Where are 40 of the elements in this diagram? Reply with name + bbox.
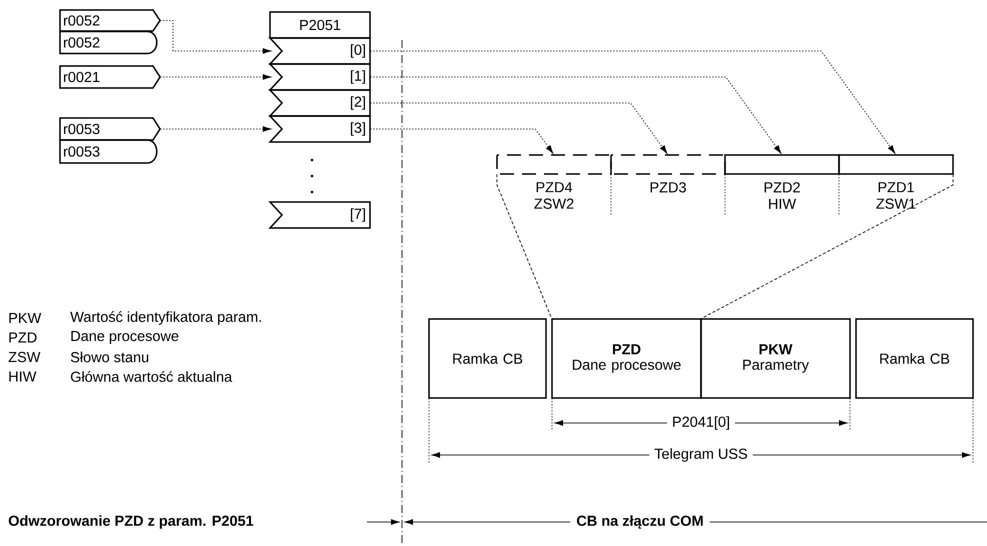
- signal-connector: r0052: [59, 30, 158, 54]
- dimension-label: Telegram USS: [649, 447, 753, 463]
- arrow: [370, 76, 782, 154]
- index-row: [7]: [268, 201, 371, 229]
- abbreviation-meaning: Główna wartość aktualna: [70, 371, 232, 382]
- abbreviation: PZD: [9, 332, 37, 342]
- section-title: CB na złączu COM: [570, 514, 710, 530]
- dimension-label: P2041[0]: [666, 415, 736, 431]
- index-row: [3]: [268, 115, 371, 143]
- arrow: [160, 126, 272, 132]
- arrow: [370, 102, 668, 154]
- telegram-word: PZD2 HIW: [724, 154, 840, 209]
- arrow: [160, 20, 272, 54]
- zoom-line: [700, 174, 954, 320]
- abbreviation: HIW: [9, 372, 36, 382]
- telegram-word: PZD4 ZSW2: [496, 154, 612, 209]
- frame-box: Ramka CB: [428, 318, 547, 399]
- abbreviation: PKW: [9, 313, 42, 323]
- signal-connector: r0053: [59, 139, 158, 164]
- index-row: [1]: [268, 63, 371, 91]
- frame-box: Ramka CB: [855, 318, 974, 399]
- telegram-word: PZD1 ZSW1: [838, 154, 954, 209]
- telegram-field: PZD Dane procesowe: [551, 318, 702, 399]
- signal-connector: r0021: [59, 65, 161, 89]
- signal-connector: r0052: [59, 9, 161, 32]
- index-row: [0]: [268, 37, 371, 65]
- zoom-line: [496, 174, 552, 320]
- telegram-field: PKW Parametry: [700, 318, 851, 399]
- index-row: [2]: [268, 89, 371, 117]
- section-title: Odwzorowanie PZD z param. P2051: [8, 515, 254, 529]
- abbreviation-meaning: Wartość identyfikatora param.: [70, 311, 261, 325]
- abbreviation-meaning: Dane procesowe: [71, 331, 178, 344]
- signal-connector: r0053: [59, 117, 161, 141]
- telegram-word: PZD3: [610, 154, 726, 192]
- arrow: [370, 50, 896, 154]
- abbreviation-meaning: Słowo stanu: [70, 352, 148, 362]
- arrow: [160, 74, 272, 80]
- arrow: [370, 128, 554, 154]
- parameter-header: P2051: [269, 11, 371, 39]
- abbreviation: ZSW: [8, 352, 40, 362]
